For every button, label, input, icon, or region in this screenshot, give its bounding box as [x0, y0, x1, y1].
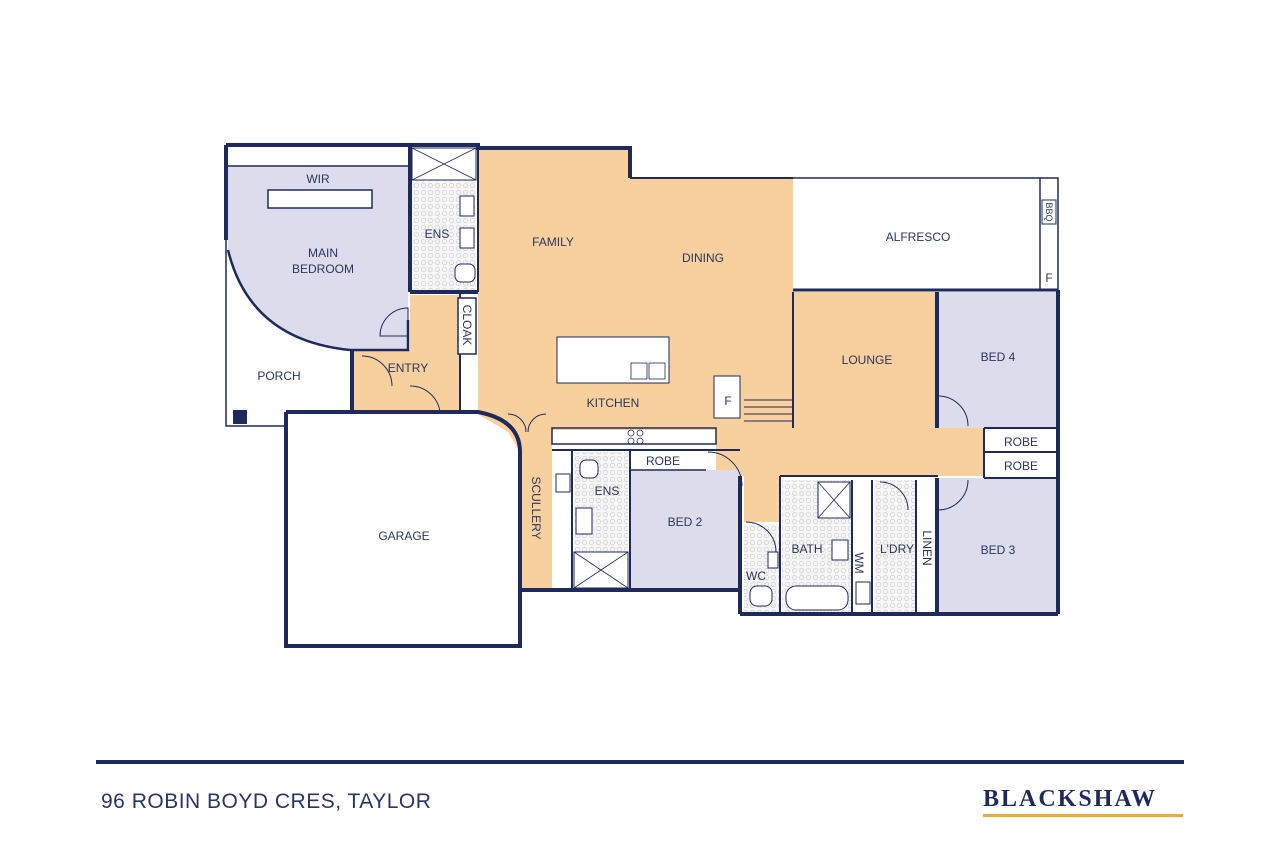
- footer-rule: [96, 760, 1184, 764]
- label-wir: WIR: [306, 172, 330, 186]
- porch-post: [233, 410, 247, 424]
- label-robe-bed2: ROBE: [646, 454, 680, 468]
- label-main-bedroom-1: MAIN: [308, 246, 338, 260]
- main-bedroom-fill: [228, 166, 408, 350]
- entry-fill: [352, 295, 460, 412]
- label-kitchen: KITCHEN: [587, 396, 640, 410]
- label-bbq: BBQ: [1044, 202, 1054, 221]
- cloak-box: [457, 297, 477, 355]
- bathtub: [785, 585, 849, 611]
- label-family: FAMILY: [532, 235, 574, 249]
- label-ens-main: ENS: [425, 227, 450, 241]
- label-bed4: BED 4: [981, 350, 1016, 364]
- property-address: 96 ROBIN BOYD CRES, TAYLOR: [101, 790, 432, 813]
- label-robe-bed3: ROBE: [1004, 459, 1038, 473]
- bed3-fill: [938, 478, 1056, 612]
- label-bath: BATH: [791, 542, 822, 556]
- walls: [224, 143, 1060, 648]
- brand-logo: BLACKSHAW: [983, 786, 1158, 812]
- cooktop: [627, 429, 644, 445]
- bed2-fill: [630, 470, 740, 590]
- label-wc: WC: [746, 569, 766, 583]
- label-scullery: SCULLERY: [529, 476, 543, 539]
- label-bed2: BED 2: [668, 515, 703, 529]
- door-swings: [361, 307, 969, 553]
- label-wm: WM: [852, 552, 866, 573]
- label-f-alfresco: F: [1045, 271, 1052, 285]
- fridge-kitchen: [713, 375, 741, 419]
- living-area-fill: [478, 147, 983, 588]
- label-linen: LINEN: [920, 530, 934, 565]
- label-bed3: BED 3: [981, 543, 1016, 557]
- label-alfresco: ALFRESCO: [886, 230, 951, 244]
- label-robe-bed4: ROBE: [1004, 435, 1038, 449]
- label-dining: DINING: [682, 251, 724, 265]
- steps: [744, 399, 793, 422]
- laundry-tile: [874, 480, 916, 612]
- label-garage: GARAGE: [378, 529, 429, 543]
- brand-underline: [983, 814, 1183, 817]
- label-main-bedroom-2: BEDROOM: [292, 262, 354, 276]
- label-f-kitchen: F: [724, 394, 731, 408]
- wir-shelf: [267, 189, 373, 209]
- label-laundry: L'DRY: [880, 542, 914, 556]
- label-cloak: CLOAK: [460, 305, 474, 346]
- label-entry: ENTRY: [388, 361, 428, 375]
- label-lounge: LOUNGE: [842, 353, 893, 367]
- label-porch: PORCH: [257, 369, 300, 383]
- bed4-fill: [938, 292, 1056, 428]
- label-ens-bed2: ENS: [595, 484, 620, 498]
- lounge-fill: [793, 292, 937, 428]
